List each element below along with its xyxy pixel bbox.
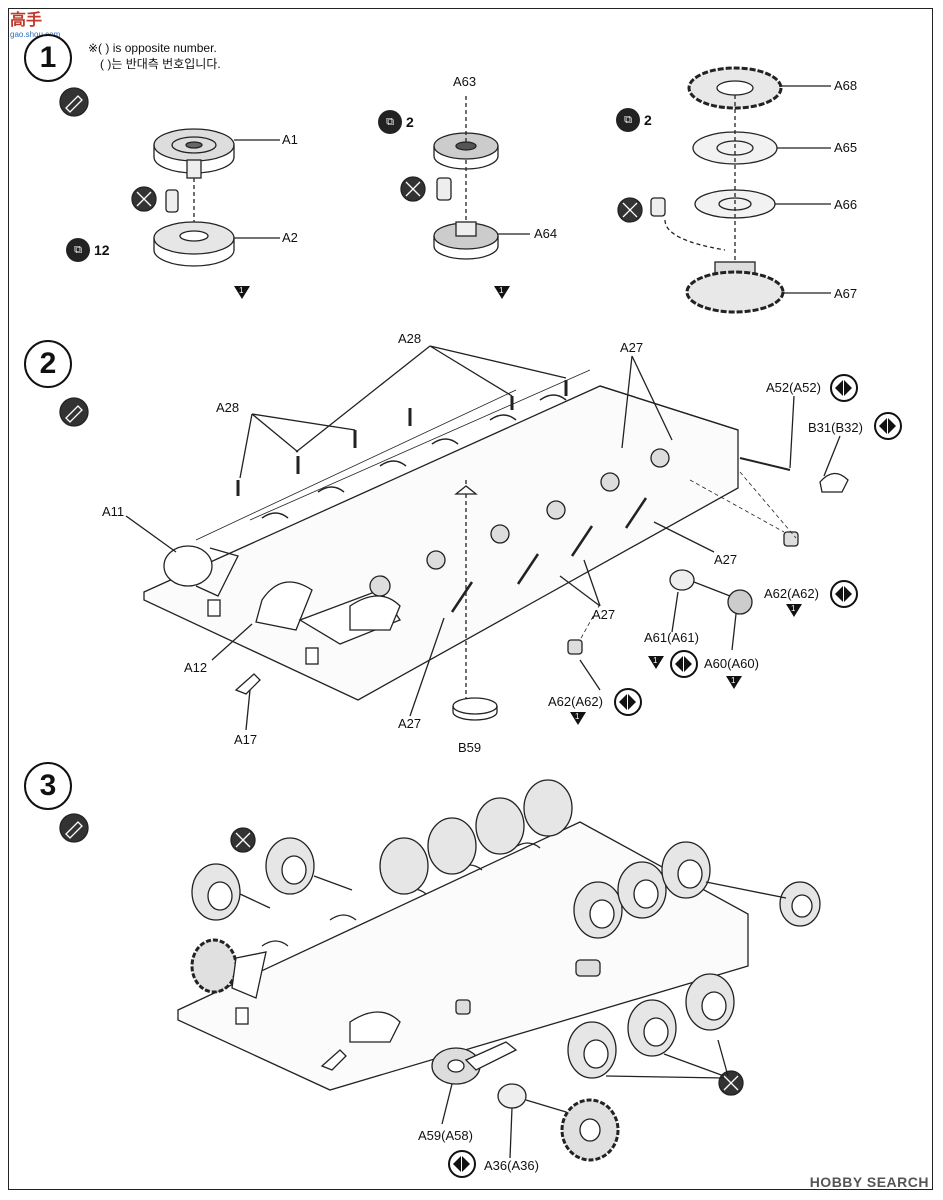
label-a52: A52(A52): [766, 380, 821, 395]
step1-sprocket: [650, 66, 831, 314]
step1-idler-wheel: [433, 96, 530, 260]
opposite-side-icon: [448, 1150, 476, 1178]
quantity-a: 12: [94, 242, 110, 258]
step-number-1: 1: [24, 34, 72, 82]
step3-hull: [177, 779, 821, 1162]
label-a60: A60(A60): [704, 656, 759, 671]
hobby-search-logo: HOBBY SEARCH: [809, 1174, 929, 1190]
label-a67: A67: [834, 286, 858, 301]
label-a28-top: A28: [398, 331, 422, 346]
label-a2: A2: [282, 230, 298, 245]
label-a62-right: A62(A62): [764, 586, 819, 601]
no-cement-icon: [131, 176, 744, 1096]
make-copies-icon: ⧉: [66, 238, 90, 262]
opposite-side-icon: [670, 650, 698, 678]
label-a17: A17: [234, 732, 258, 747]
marker-triangle-icon: 1: [648, 656, 664, 669]
marker-triangle-icon: 1: [570, 712, 586, 725]
note-line-korean: ( )는 반대측 번호입니다.: [100, 57, 221, 71]
label-a64: A64: [534, 226, 558, 241]
label-a27-mid: A27: [592, 607, 616, 622]
opposite-side-icon: [830, 374, 858, 402]
make-copies-icon: ⧉: [378, 110, 402, 134]
marker-triangle-icon: 1: [494, 286, 510, 299]
cement-icon: [59, 87, 89, 843]
label-a12: A12: [184, 660, 208, 675]
label-a61: A61(A61): [644, 630, 699, 645]
step2-hull: [125, 345, 849, 731]
label-a62-bottom: A62(A62): [548, 694, 603, 709]
label-a27-right: A27: [714, 552, 738, 567]
page-frame: [8, 8, 933, 1190]
label-a63: A63: [453, 74, 477, 89]
quantity-c: 2: [644, 112, 652, 128]
label-a11: A11: [102, 504, 125, 519]
step1-road-wheel: [153, 128, 280, 267]
label-a36: A36(A36): [484, 1158, 539, 1173]
make-copies-icon: ⧉: [616, 108, 640, 132]
step-number-2: 2: [24, 340, 72, 388]
opposite-number-note: ※( ) is opposite number. ( )는 반대측 번호입니다.: [88, 40, 221, 72]
note-line-english: ※( ) is opposite number.: [88, 41, 217, 55]
label-b59: B59: [458, 740, 482, 755]
label-a65: A65: [834, 140, 858, 155]
step-number-3: 3: [24, 762, 72, 810]
label-b31: B31(B32): [808, 420, 863, 435]
quantity-b: 2: [406, 114, 414, 130]
label-a28-left: A28: [216, 400, 240, 415]
marker-triangle-icon: 1: [726, 676, 742, 689]
label-a59: A59(A58): [418, 1128, 473, 1143]
label-a27-top: A27: [620, 340, 644, 355]
marker-triangle-icon: 1: [786, 604, 802, 617]
marker-triangle-icon: 1: [234, 286, 250, 299]
opposite-side-icon: [614, 688, 642, 716]
label-a66: A66: [834, 197, 858, 212]
opposite-side-icon: [830, 580, 858, 608]
opposite-side-icon: [874, 412, 902, 440]
label-a27-bottom: A27: [398, 716, 422, 731]
label-a68: A68: [834, 78, 858, 93]
label-a1: A1: [282, 132, 298, 147]
